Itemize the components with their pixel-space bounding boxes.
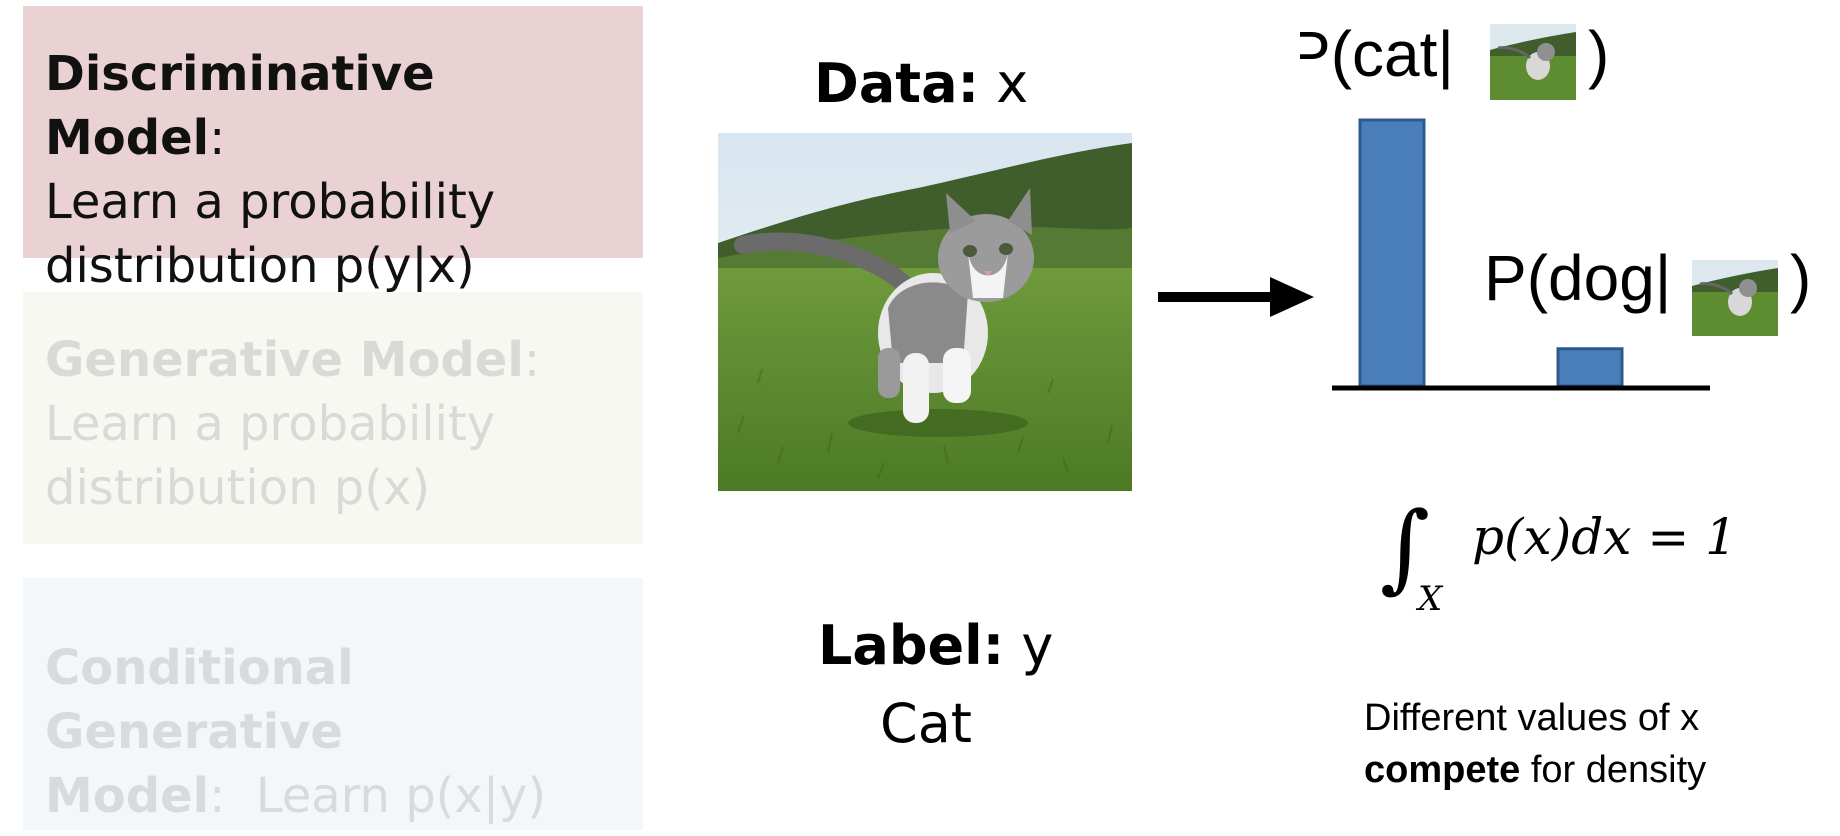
integral-sign: ∫ [1380,491,1430,603]
kitten-thumbnail-icon [1692,260,1778,336]
generative-desc-line1: Learn a probability [45,396,496,452]
discriminative-model-title: Discriminative Model [45,46,435,166]
conditional-model-title-line1: Conditional Generative [45,640,354,760]
caption-line1: Different values of x [1364,697,1700,739]
label-value: Cat [880,692,972,755]
kitten-thumbnail-icon [1490,24,1576,100]
discriminative-model-box: Discriminative Model: Learn a probabilit… [23,6,643,294]
discriminative-desc-line2: distribution p(y|x) [45,238,475,294]
colon: : [209,768,226,824]
bar-dog [1556,347,1624,388]
formula-body: p(x)dx = 1 [1472,508,1737,566]
caption-bold: compete [1364,749,1521,791]
label-heading-var: y [1021,614,1054,677]
generative-model-title: Generative Model [45,332,524,388]
generative-model-box: Generative Model: Learn a probability di… [23,292,643,544]
bar-label-close-paren: ) [1790,242,1811,314]
data-heading-label: Data: [814,52,980,115]
probability-bar-chart: P(cat|) P(dog|) [1300,18,1811,391]
bar-label-cat: P(cat| [1300,18,1454,90]
arrow-icon [1158,277,1314,317]
conditional-generative-model-box: Conditional Generative Model: Learn p(x|… [23,578,643,830]
conditional-model-title-line2: Model [45,768,210,824]
label-heading: Label: y [818,614,1053,677]
generative-desc-line2: distribution p(x) [45,460,431,516]
bar-label-dog: P(dog| [1484,242,1671,314]
caption-rest: for density [1520,749,1707,791]
label-heading-label: Label: [818,614,1005,677]
discriminative-desc-line1: Learn a probability [45,174,496,230]
integral-subscript: X [1415,579,1444,619]
caption: Different values of x compete for densit… [1364,692,1706,796]
bar-cat [1358,118,1426,388]
bar-label-close-paren: ) [1588,18,1609,90]
colon: : [209,110,226,166]
normalization-formula: ∫ X p(x)dx = 1 [1380,491,1737,619]
data-heading: Data: x [814,52,1028,115]
kitten-photo [718,133,1132,491]
conditional-desc: Learn p(x|y) [255,768,547,824]
colon: : [523,332,540,388]
data-heading-var: x [996,52,1029,115]
